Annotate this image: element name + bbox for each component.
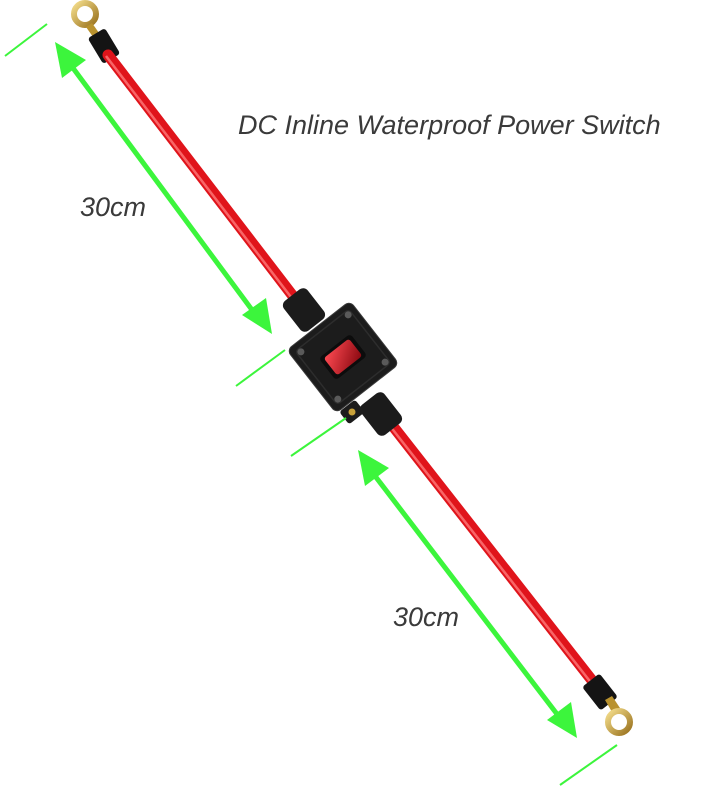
mounting-tab — [340, 400, 364, 424]
dimension-tick-top-end — [235, 349, 286, 387]
top-cable-gland — [282, 288, 326, 332]
bottom-dimension-arrow — [358, 450, 577, 738]
product-title: DC Inline Waterproof Power Switch — [238, 110, 661, 140]
dimension-tick-top-start — [4, 23, 48, 57]
top-dimension-arrow — [55, 42, 272, 334]
bottom-cable-highlight — [389, 425, 597, 690]
bottom-cable-gland — [359, 392, 403, 436]
rocker-switch — [324, 339, 362, 375]
bottom-cable-length-label: 30cm — [393, 602, 460, 632]
top-cable-highlight — [105, 55, 295, 302]
top-cable-length-label: 30cm — [80, 192, 147, 222]
top-red-cable — [102, 49, 302, 306]
bottom-red-cable — [386, 419, 604, 694]
bottom-ring-terminal — [605, 696, 633, 736]
dimension-tick-bottom-start — [290, 417, 347, 457]
dimension-tick-bottom-end — [559, 744, 618, 786]
switch-housing — [288, 302, 398, 412]
